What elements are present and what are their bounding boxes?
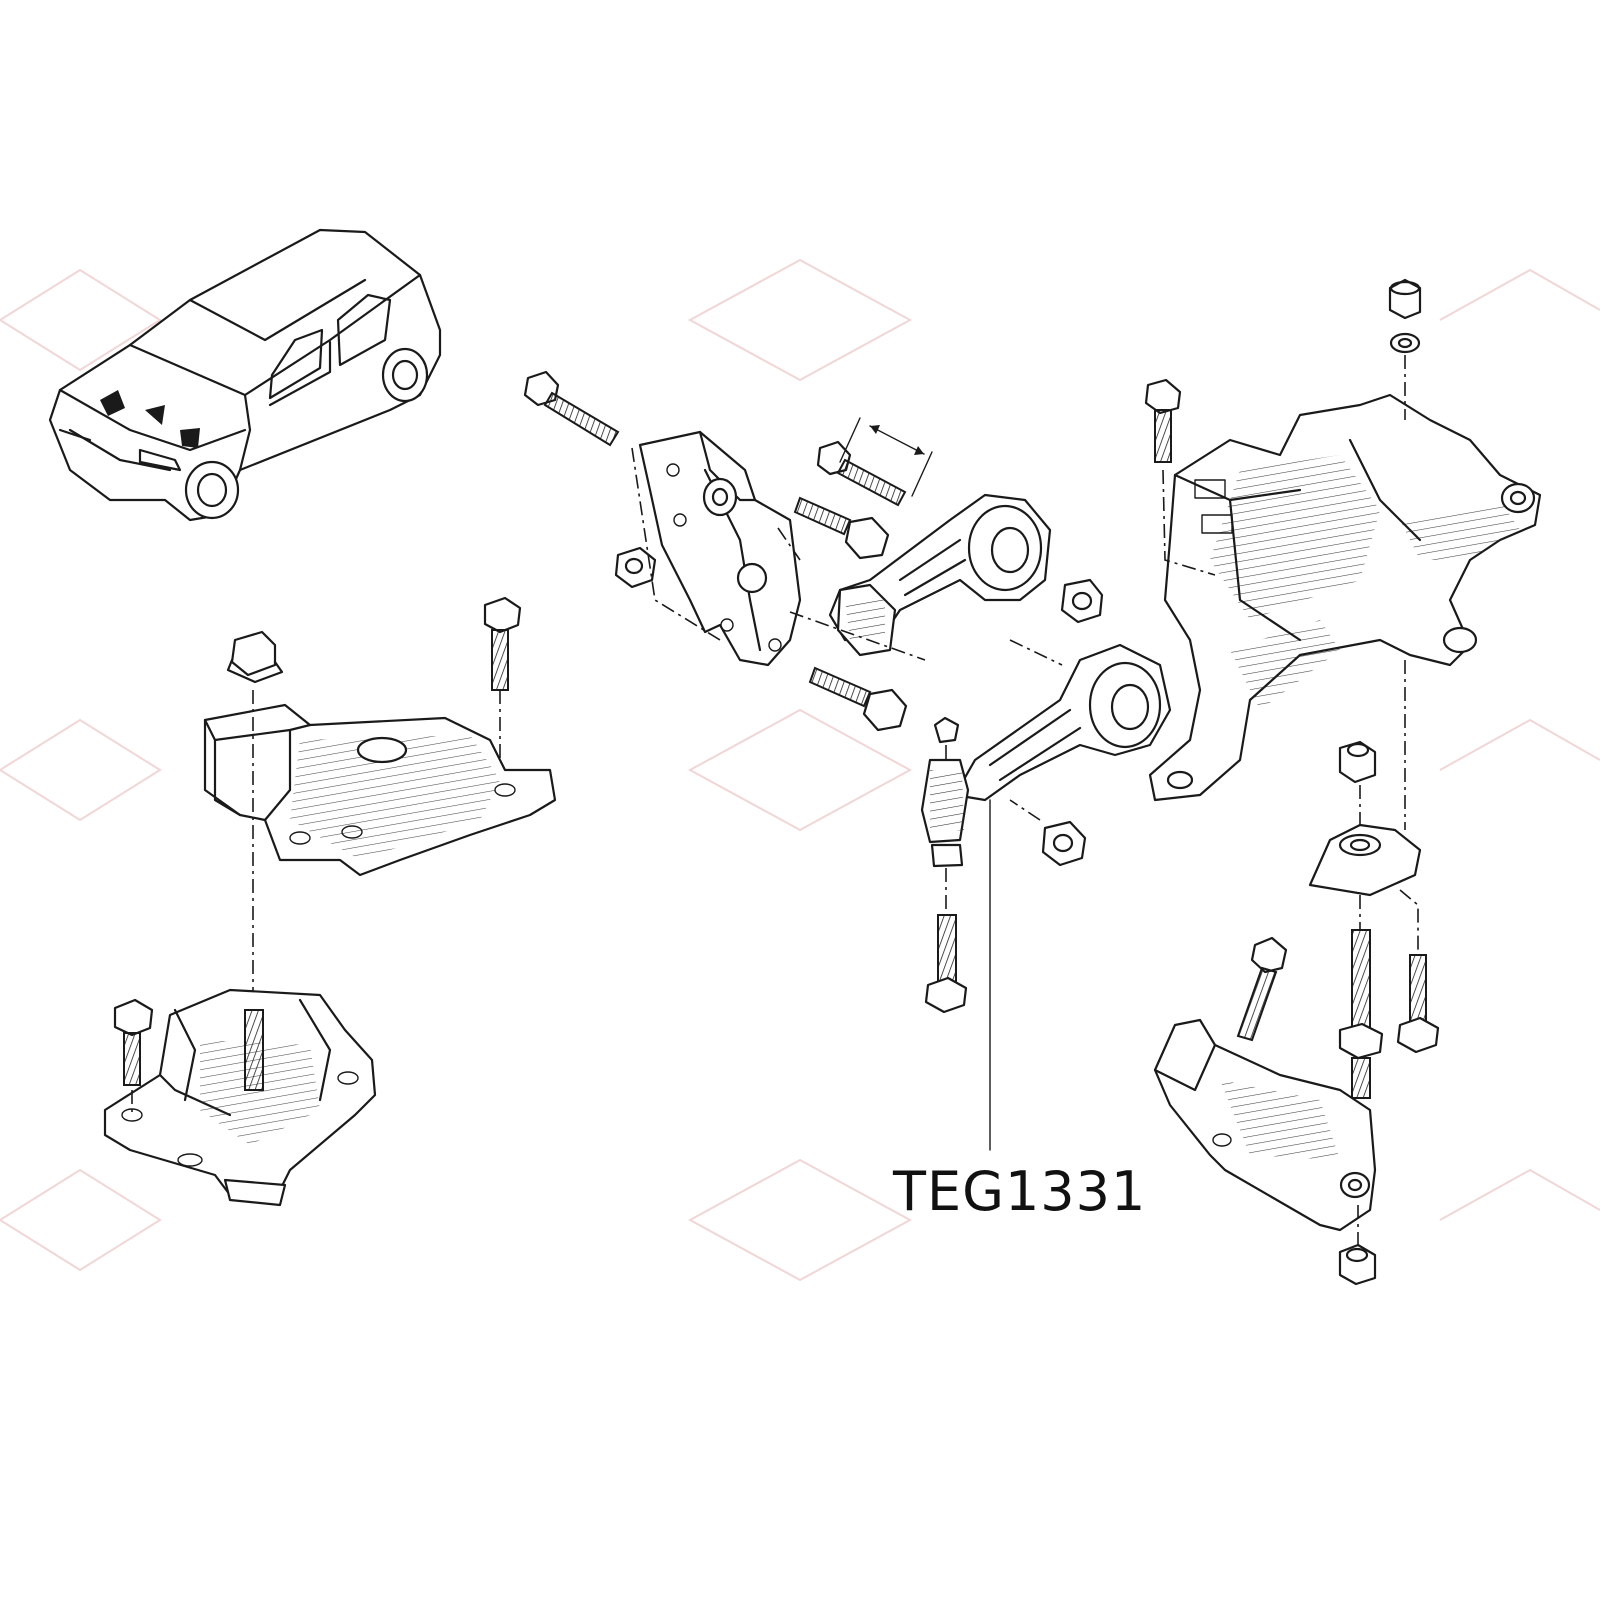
bolt-left-lower xyxy=(113,998,154,1086)
nut-hex-right xyxy=(1338,740,1377,784)
nut-center-left xyxy=(614,546,657,589)
bolt-right-top-left xyxy=(1144,378,1182,463)
bolt-long-top xyxy=(523,370,620,447)
nut-cap-top-right xyxy=(1388,278,1422,320)
torque-rod-upper xyxy=(828,493,1052,657)
nut-flanged xyxy=(226,630,284,684)
bolt-center-upper xyxy=(816,440,907,507)
bolt-teg1331 xyxy=(924,914,968,1014)
upper-right-mount-bracket xyxy=(1148,393,1542,802)
car-icon xyxy=(48,228,442,522)
torque-rod-teg1331 xyxy=(953,643,1172,802)
engine-side-bracket xyxy=(638,430,802,667)
washer-top-right xyxy=(1389,332,1421,354)
upper-left-mount-bracket xyxy=(203,703,557,877)
rubber-mount-right xyxy=(1308,823,1422,897)
dimension-marker xyxy=(839,417,933,497)
bolt-right-far xyxy=(1396,954,1440,1054)
bolt-center-mid xyxy=(793,496,890,560)
bolt-center-lower xyxy=(808,666,908,732)
nut-center-right xyxy=(1060,578,1104,624)
watermark-pattern xyxy=(0,258,1600,1282)
lower-right-bracket xyxy=(1153,1018,1377,1232)
stud-right xyxy=(1338,929,1384,1099)
bolt-vertical xyxy=(483,596,522,691)
part-number-label: TEG1331 xyxy=(893,1160,1147,1223)
nut-teg1331-right xyxy=(1041,820,1087,867)
lower-left-mount xyxy=(103,988,377,1207)
bolt-right-diagonal xyxy=(1236,936,1288,1042)
rubber-bush-stack xyxy=(920,758,970,868)
clip-small xyxy=(933,716,960,744)
nut-bottom-right xyxy=(1338,1243,1377,1286)
